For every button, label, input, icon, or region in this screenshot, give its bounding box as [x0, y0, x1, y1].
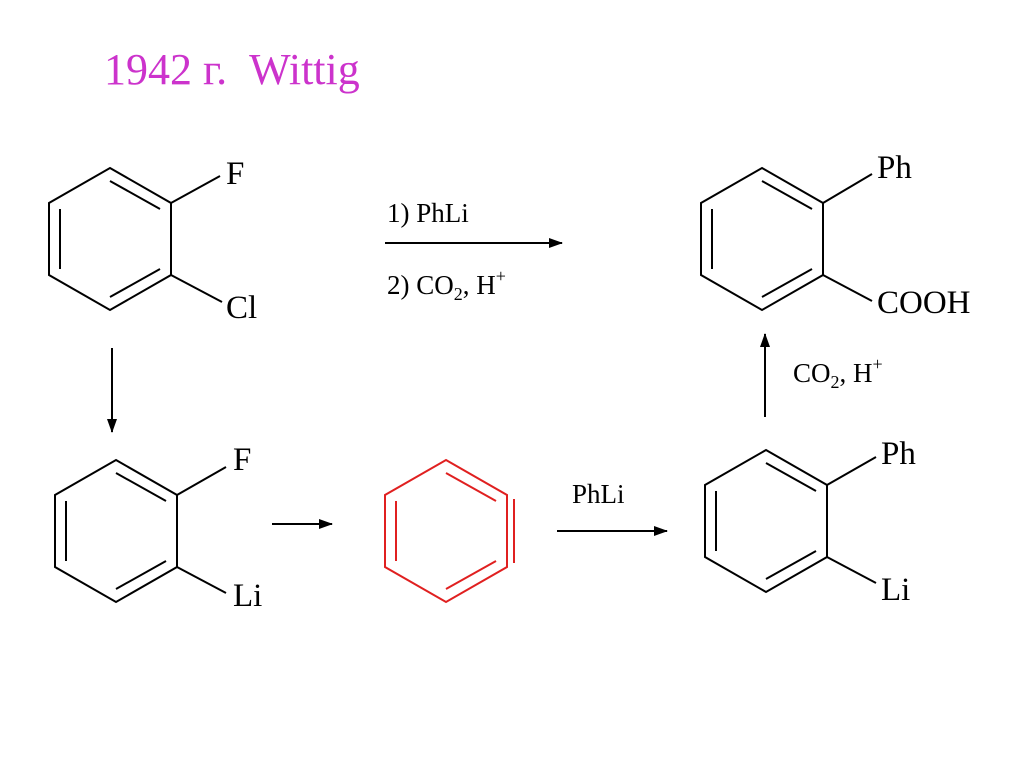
- double-bond-inner: [765, 550, 817, 580]
- fluorolithiobenzene: [54, 458, 227, 604]
- double-bond-inner: [109, 180, 161, 210]
- bond-to-ph: [826, 456, 877, 486]
- double-bond-inner: [445, 472, 497, 502]
- biphenyl-lithium: [704, 448, 877, 594]
- double-bond-inner: [115, 560, 167, 590]
- bond-to-f: [170, 175, 221, 204]
- benzene-ring: [54, 458, 178, 604]
- reagent-phli: PhLi: [572, 479, 625, 509]
- benzene-ring: [700, 166, 824, 312]
- double-bond-inner: [761, 180, 813, 210]
- substituent-cl: Cl: [226, 290, 257, 326]
- substituent-f: F: [226, 156, 244, 192]
- double-bond-inner: [109, 268, 161, 298]
- substituent-cooh: COOH: [877, 285, 971, 321]
- fluorochlorobenzene: [48, 166, 223, 312]
- biphenyl-acid: [700, 166, 873, 312]
- benzene-ring: [48, 166, 172, 312]
- benzyne-ring: [384, 458, 508, 604]
- slide-title: 1942 г. Wittig: [104, 45, 360, 94]
- substituent-ph: Ph: [877, 150, 912, 186]
- substituent-f: F: [233, 442, 251, 478]
- bond-to-li: [176, 566, 227, 594]
- bond-to-ph: [822, 173, 873, 204]
- bond-to-li: [826, 556, 877, 584]
- double-bond-inner: [765, 462, 817, 492]
- condition-carboxylation: CO2, H+: [793, 354, 883, 392]
- condition-step2: 2) CO2, H+: [387, 266, 506, 304]
- double-bond-inner: [761, 268, 813, 298]
- benzyne: [384, 458, 515, 604]
- bond-to-cl: [170, 274, 223, 303]
- substituent-ph: Ph: [881, 436, 916, 472]
- bond-to-cooh: [822, 274, 873, 302]
- substituent-li: Li: [881, 572, 910, 608]
- bond-to-f: [176, 466, 227, 496]
- benzene-ring: [704, 448, 828, 594]
- double-bond-inner: [445, 560, 497, 590]
- substituent-li: Li: [233, 578, 262, 614]
- condition-step1: 1) PhLi: [387, 198, 469, 228]
- double-bond-inner: [115, 472, 167, 502]
